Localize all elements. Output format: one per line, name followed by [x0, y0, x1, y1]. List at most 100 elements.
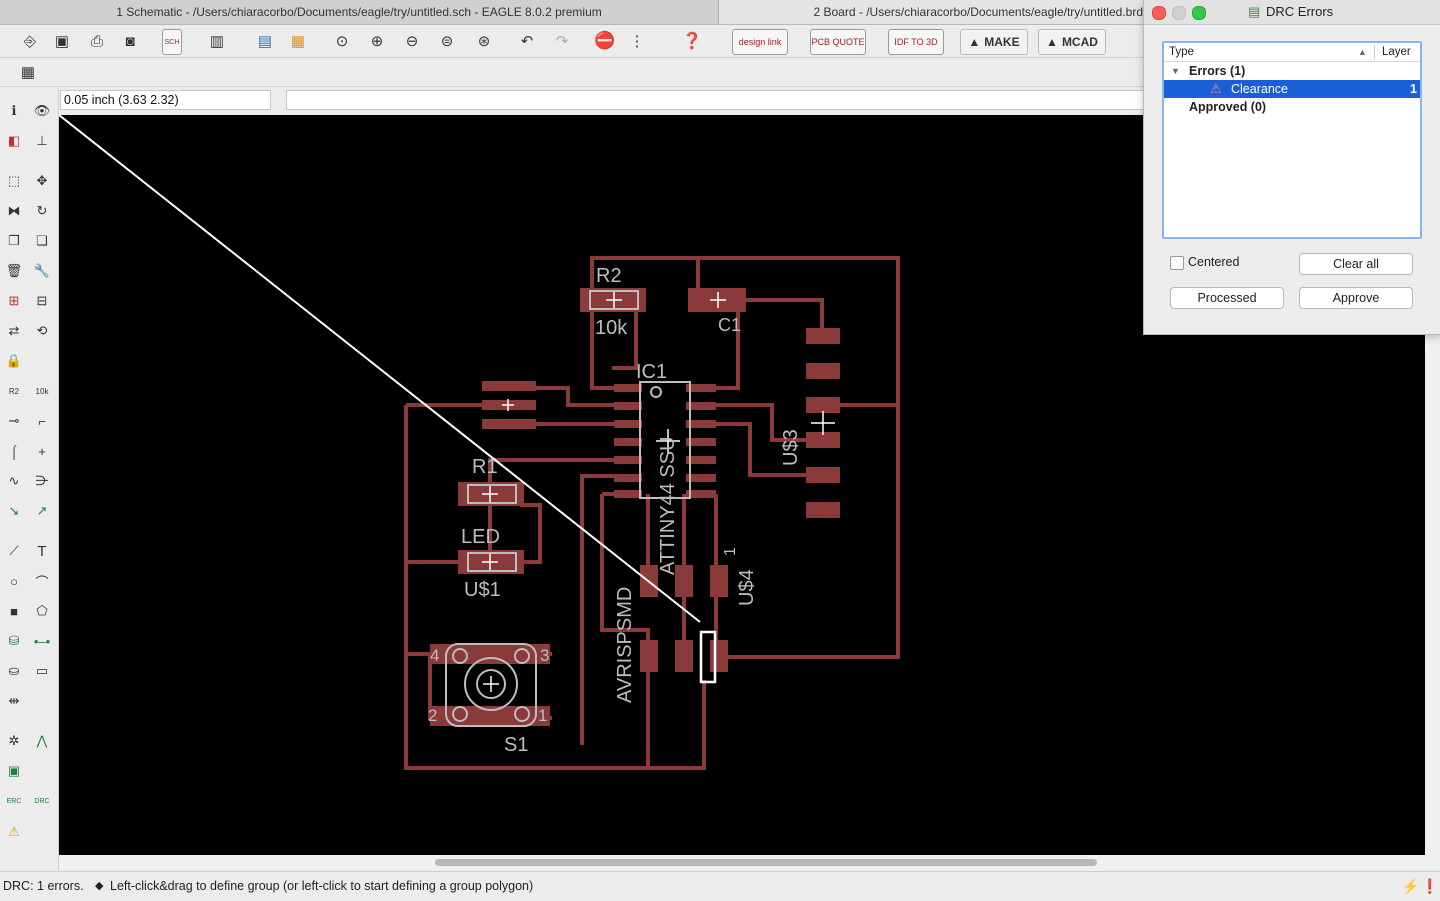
erc-icon[interactable]: ERC: [6, 797, 22, 805]
zoom-fit-icon[interactable]: ⊙: [335, 33, 349, 50]
open-icon[interactable]: ⎆: [23, 32, 36, 50]
close-icon[interactable]: [1152, 6, 1166, 20]
meander-icon[interactable]: ∿: [8, 473, 20, 488]
redo-icon[interactable]: ↷: [555, 33, 569, 50]
hole-icon[interactable]: ⛀: [8, 663, 20, 678]
centered-checkbox[interactable]: [1170, 256, 1184, 270]
grid-icon[interactable]: ▦: [20, 64, 36, 81]
value-icon[interactable]: 10k: [35, 386, 49, 396]
dimension-icon[interactable]: ⇹: [8, 693, 20, 708]
ulp-icon[interactable]: ▦: [290, 33, 306, 50]
clear-all-button[interactable]: Clear all: [1299, 253, 1413, 275]
drc-error-list[interactable]: Type ▲ Layer ▼ Errors (1) ⚠ Clearance 1 …: [1162, 41, 1422, 239]
polygon-icon[interactable]: ⬠: [36, 603, 48, 618]
make-button[interactable]: ▲MAKE: [960, 29, 1028, 55]
label-s1-pin1: 1: [538, 706, 547, 725]
approve-button[interactable]: Approve: [1299, 287, 1413, 309]
schematic-switch-button[interactable]: SCH: [162, 29, 182, 55]
delete-icon[interactable]: 🗑: [5, 263, 23, 278]
idf-to-3d-button[interactable]: IDF TO 3D: [888, 29, 944, 55]
tab-schematic[interactable]: 1 Schematic - /Users/chiaracorbo/Documen…: [0, 0, 719, 24]
zoom-select-icon[interactable]: ⊛: [477, 33, 491, 50]
error-row[interactable]: ⚠ Clearance 1: [1164, 80, 1420, 98]
lock-rotate-icon[interactable]: ⟲: [36, 323, 48, 338]
attribute-icon[interactable]: ▭: [35, 663, 49, 678]
column-type[interactable]: Type: [1169, 46, 1194, 58]
tab-board[interactable]: 2 Board - /Users/chiaracorbo/Documents/e…: [719, 0, 1143, 24]
ripup-icon[interactable]: ↗: [36, 503, 48, 518]
design-link-button[interactable]: design link: [732, 29, 788, 55]
rotate-icon[interactable]: ↻: [36, 203, 48, 218]
errors-group[interactable]: ▼ Errors (1): [1164, 62, 1420, 80]
pcb-quote-button[interactable]: PCB QUOTE: [810, 29, 866, 55]
name-icon[interactable]: R2: [8, 386, 20, 396]
layers-icon[interactable]: ◧: [7, 133, 21, 148]
replace-icon[interactable]: ⊟: [36, 293, 48, 308]
column-layer[interactable]: Layer: [1382, 46, 1411, 58]
label-ic-value: ATTINY44 SSU: [657, 436, 679, 575]
rect-icon[interactable]: ■: [10, 603, 18, 619]
help-icon[interactable]: ❓: [682, 33, 702, 50]
label-s1-pin3: 3: [540, 646, 549, 665]
fusion-logo-icon: ▲: [1046, 35, 1058, 49]
swap-icon[interactable]: ⇄: [8, 323, 20, 338]
split-icon[interactable]: ⌠: [10, 443, 18, 459]
via-icon[interactable]: ⛁: [8, 633, 20, 648]
processed-button[interactable]: Processed: [1170, 287, 1284, 309]
wire-icon[interactable]: ⟋: [9, 543, 19, 558]
drc-error-marker[interactable]: [699, 630, 717, 684]
library-icon[interactable]: ▥: [209, 33, 225, 50]
undo-icon[interactable]: ↶: [520, 33, 534, 50]
disclosure-down-icon[interactable]: ▼: [1171, 66, 1180, 76]
zoom-in-icon[interactable]: ⊕: [370, 33, 384, 50]
label-r1: R1: [472, 456, 498, 478]
signal-icon[interactable]: •–•: [33, 633, 51, 649]
cam-icon[interactable]: ◙: [125, 32, 135, 50]
info-icon[interactable]: ℹ: [11, 103, 17, 118]
lock-icon[interactable]: 🔒: [5, 353, 23, 368]
route-icon[interactable]: ↘: [8, 503, 20, 518]
script-icon[interactable]: ▤: [257, 33, 273, 50]
mark-icon[interactable]: ⊥: [36, 133, 48, 148]
vertical-scrollbar[interactable]: [1425, 335, 1440, 855]
app-icon: ▤: [1248, 4, 1261, 19]
horizontal-scroll-thumb[interactable]: [435, 859, 1097, 866]
move-icon[interactable]: ✥: [36, 173, 48, 188]
save-icon[interactable]: ▣: [54, 33, 70, 50]
drc-title: DRC Errors: [1266, 4, 1334, 19]
errors-warning-icon[interactable]: ⚠: [8, 824, 20, 839]
copy-icon[interactable]: ❐: [8, 233, 20, 248]
go-icon[interactable]: ⋮: [629, 33, 645, 50]
board-drawing: R2 10k C1 IC1 ATTINY44 SSU R1 LED U$1 U$…: [59, 115, 900, 770]
add-icon[interactable]: ⊞: [8, 293, 20, 308]
group-icon[interactable]: ⬚: [7, 173, 21, 188]
arc-icon[interactable]: ⌒: [35, 574, 49, 590]
miter-icon[interactable]: ⌐: [38, 413, 46, 429]
airwire: [59, 115, 701, 623]
stop-icon[interactable]: ⛔: [594, 31, 616, 50]
optimize-icon[interactable]: +: [38, 443, 46, 459]
command-line-input[interactable]: [286, 90, 1145, 110]
text-icon[interactable]: T: [37, 542, 47, 560]
show-icon[interactable]: 👁: [33, 103, 51, 118]
paste-icon[interactable]: ❏: [36, 233, 48, 248]
drc-icon[interactable]: DRC: [34, 797, 50, 805]
horizontal-scrollbar[interactable]: [59, 855, 1440, 870]
label-s1: S1: [504, 734, 528, 756]
mcad-button[interactable]: ▲MCAD: [1038, 29, 1106, 55]
mirror-icon[interactable]: ⧓: [7, 203, 21, 218]
circle-icon[interactable]: ○: [10, 573, 18, 589]
meander2-icon[interactable]: ⋺: [35, 473, 49, 488]
approved-group[interactable]: Approved (0): [1164, 98, 1420, 116]
autorouter-icon[interactable]: ⋀: [36, 733, 48, 748]
wrench-icon[interactable]: 🔧: [33, 263, 51, 278]
smash-icon[interactable]: ⊸: [8, 413, 20, 428]
zoom-out-icon[interactable]: ⊖: [405, 33, 419, 50]
print-icon[interactable]: ⎙: [90, 32, 103, 50]
zoom-icon[interactable]: [1192, 6, 1206, 20]
board-icon[interactable]: ▣: [7, 763, 21, 778]
minimize-icon[interactable]: [1172, 6, 1186, 20]
ratsnest-icon[interactable]: ✲: [8, 733, 20, 748]
status-bar: DRC: 1 errors. ◆ Left-click&drag to defi…: [0, 871, 1440, 901]
zoom-redraw-icon[interactable]: ⊜: [440, 33, 454, 50]
